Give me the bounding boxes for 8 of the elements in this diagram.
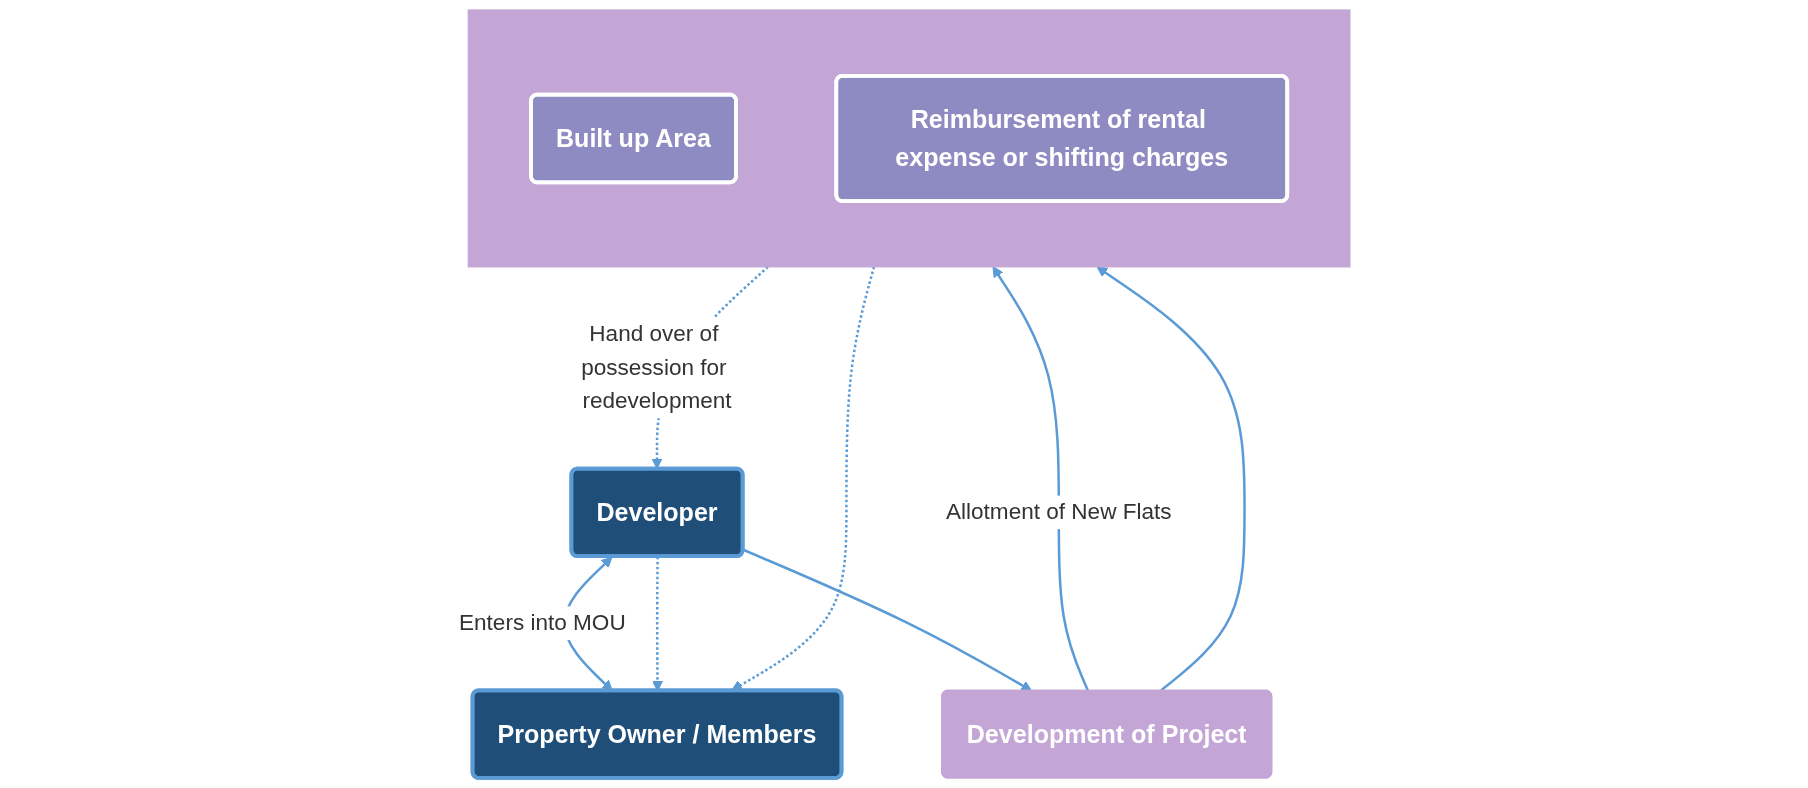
cluster — [467, 9, 1351, 268]
edge-label: Enters into MOU — [458, 610, 626, 636]
arrow — [742, 548, 1032, 692]
edge-label: Allotment of New Flats — [945, 499, 1172, 525]
edge-label: Hand over of possession for redevelopment — [580, 320, 732, 414]
arrow — [991, 266, 1089, 691]
arrow — [1096, 266, 1246, 692]
arrow — [730, 266, 875, 691]
